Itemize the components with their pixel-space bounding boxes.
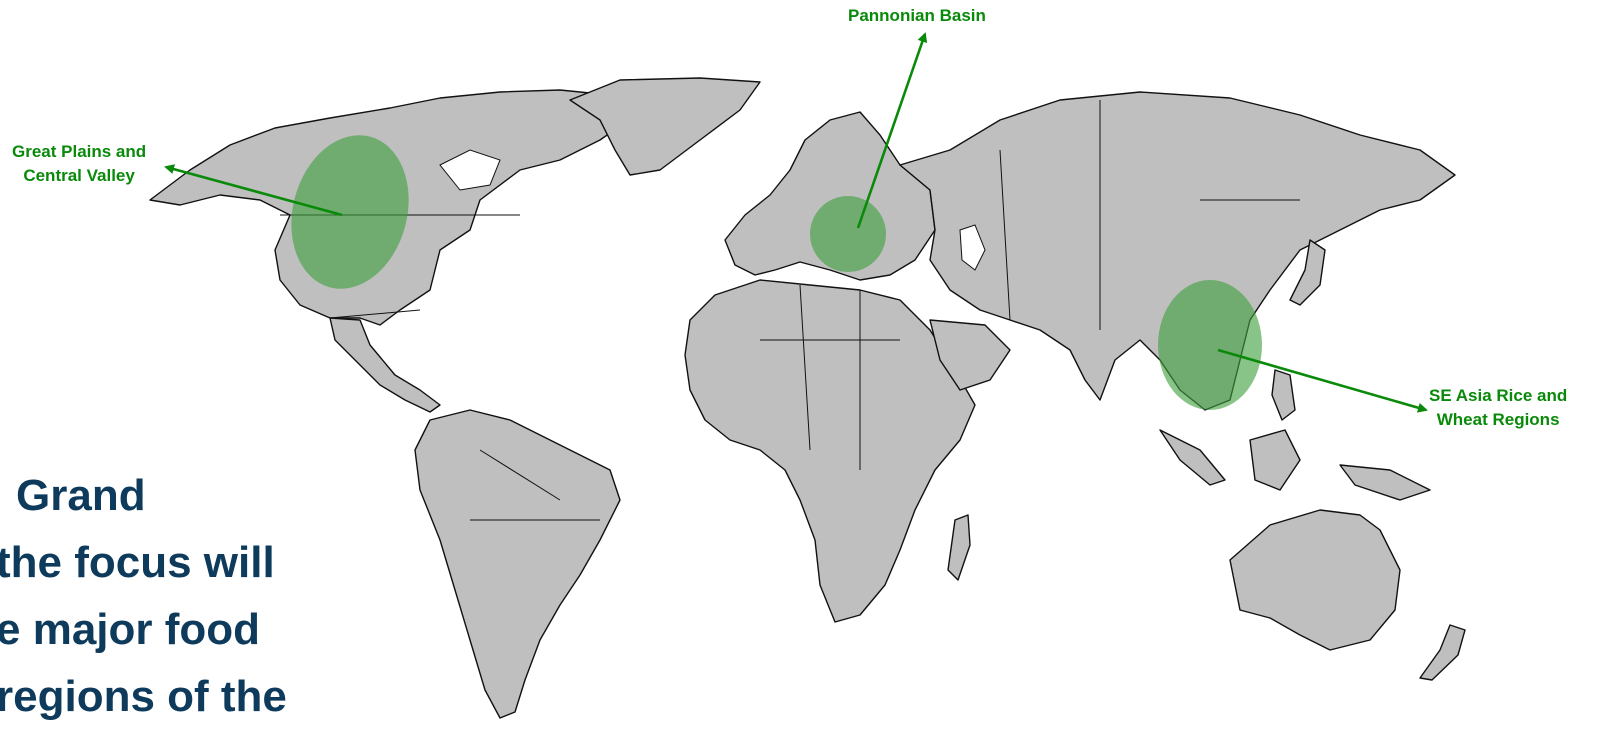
hudson-bay-lake (439, 149, 501, 191)
borneo-landmass (1249, 429, 1301, 491)
body-text-line1: Grand (16, 471, 146, 520)
new-zealand-landmass (1419, 624, 1466, 681)
se-asia-label-line2: Wheat Regions (1436, 410, 1560, 429)
slide-body-text: Grand the focus will e major food region… (0, 462, 336, 730)
caspian-sea-lake (959, 224, 986, 271)
body-text-line2: the focus will (0, 538, 275, 587)
se-asia-label-line1: SE Asia Rice and (1429, 386, 1568, 405)
se-asia-label: SE Asia Rice and Wheat Regions (1429, 384, 1567, 432)
japan-landmass (1289, 239, 1326, 306)
arabia-landmass (929, 319, 1011, 391)
se-asia-region (1158, 280, 1262, 410)
australia-landmass (1229, 509, 1401, 651)
central-america-landmass (329, 317, 441, 413)
body-text-line3: e major food (0, 605, 261, 654)
africa-landmass (684, 279, 976, 623)
great-plains-region (291, 135, 409, 289)
se-asia-arrow (1217, 348, 1428, 413)
great-plains-label-line2: Central Valley (23, 166, 135, 185)
body-text-line4: regions of the (0, 672, 287, 721)
greenland-landmass (569, 77, 761, 176)
great-plains-label: Great Plains and Central Valley (12, 140, 146, 188)
great-plains-label-line1: Great Plains and (12, 142, 147, 161)
pannonian-basin-arrow (856, 32, 928, 229)
sumatra-landmass (1159, 429, 1226, 486)
pannonian-basin-label: Pannonian Basin (848, 6, 986, 25)
philippines-landmass (1271, 369, 1296, 421)
south-america-landmass (414, 409, 621, 719)
new-guinea-landmass (1339, 464, 1431, 501)
madagascar-landmass (947, 514, 971, 581)
pannonian-basin-region (810, 196, 886, 272)
great-plains-arrow (164, 164, 343, 217)
